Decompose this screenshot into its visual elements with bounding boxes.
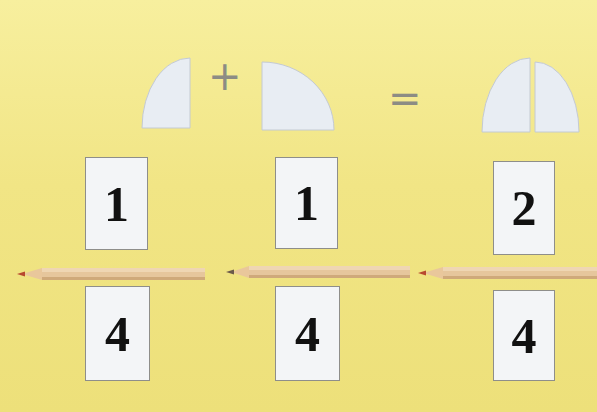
operator-sign: = bbox=[388, 78, 422, 118]
quarter-piece bbox=[262, 62, 334, 130]
number-card: 1 bbox=[85, 157, 148, 250]
number-card: 4 bbox=[493, 290, 555, 381]
number-card: 1 bbox=[275, 157, 338, 249]
pencil bbox=[418, 267, 597, 279]
number-card: 2 bbox=[493, 161, 555, 255]
quarter-piece bbox=[535, 62, 579, 132]
pencil bbox=[17, 268, 205, 280]
card-number: 1 bbox=[294, 178, 319, 228]
card-number: 4 bbox=[105, 309, 130, 359]
number-card: 4 bbox=[85, 286, 150, 381]
card-number: 1 bbox=[104, 179, 129, 229]
operator-sign: + bbox=[208, 56, 242, 96]
card-number: 2 bbox=[512, 183, 537, 233]
quarter-piece bbox=[142, 58, 190, 128]
pencil bbox=[226, 266, 410, 278]
card-number: 4 bbox=[512, 311, 537, 361]
quarter-piece bbox=[482, 58, 530, 132]
card-number: 4 bbox=[295, 309, 320, 359]
number-card: 4 bbox=[275, 286, 340, 381]
